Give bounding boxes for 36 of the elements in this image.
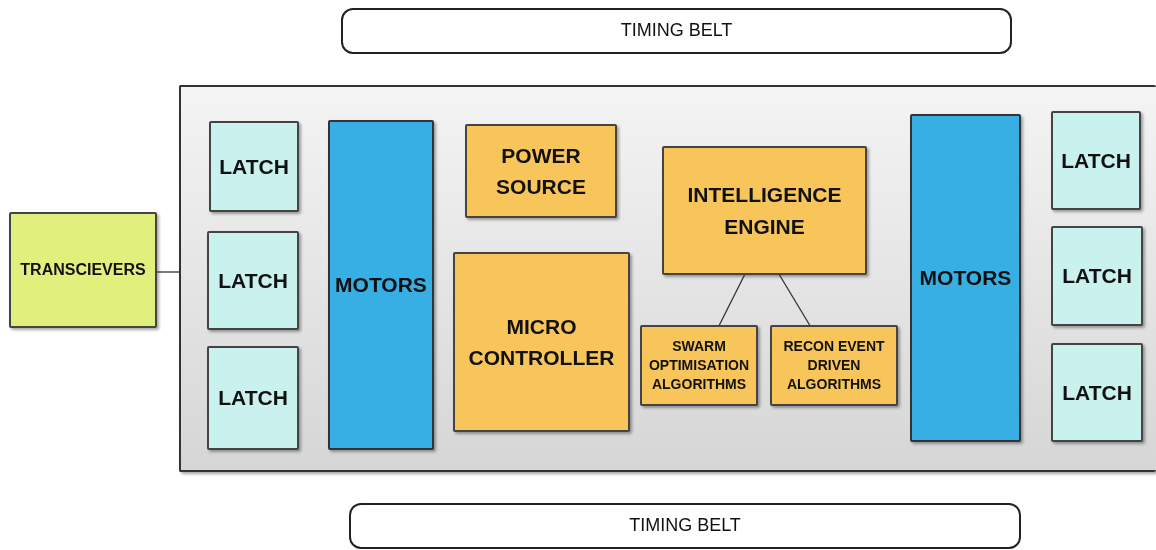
latch-block: [1051, 111, 1141, 210]
block-label: RECON EVENT DRIVEN ALGORITHMS: [782, 337, 886, 394]
block-label: LATCH: [1061, 379, 1133, 406]
block-label: POWER SOURCE: [495, 142, 587, 200]
block-label: LATCH: [218, 153, 290, 180]
module-block: [662, 146, 867, 275]
transceiver-block: [9, 212, 157, 328]
module-block: [453, 252, 630, 432]
latch-block: [207, 231, 299, 330]
algorithm-block: [640, 325, 758, 406]
connector-line: [778, 274, 811, 326]
latch-block: [1051, 226, 1143, 326]
block-label: LATCH: [217, 385, 289, 411]
block-label: MOTORS: [918, 265, 1013, 291]
block-label: SWARM OPTIMISATION ALGORITHMS: [647, 337, 751, 394]
block-label: LATCH: [217, 267, 289, 294]
chassis-panel: [179, 85, 1156, 472]
timing-belt-bar: [341, 8, 1012, 54]
block-label: TRANSCIEVERS: [19, 260, 147, 280]
module-block: [465, 124, 617, 218]
latch-block: [209, 121, 299, 212]
algorithm-block: [770, 325, 898, 406]
block-label: TIMING BELT: [619, 20, 734, 42]
block-label: MICRO CONTROLLER: [467, 313, 616, 371]
connector-line: [156, 271, 180, 273]
motor-block: [910, 114, 1021, 442]
block-label: LATCH: [1061, 263, 1133, 289]
block-label: LATCH: [1060, 147, 1132, 174]
latch-block: [207, 346, 299, 450]
block-label: TIMING BELT: [628, 515, 742, 537]
latch-block: [1051, 343, 1143, 442]
connector-line: [718, 274, 746, 326]
block-label: INTELLIGENCE ENGINE: [686, 182, 843, 240]
timing-belt-bar: [349, 503, 1021, 549]
block-label: MOTORS: [334, 272, 428, 298]
motor-block: [328, 120, 434, 450]
